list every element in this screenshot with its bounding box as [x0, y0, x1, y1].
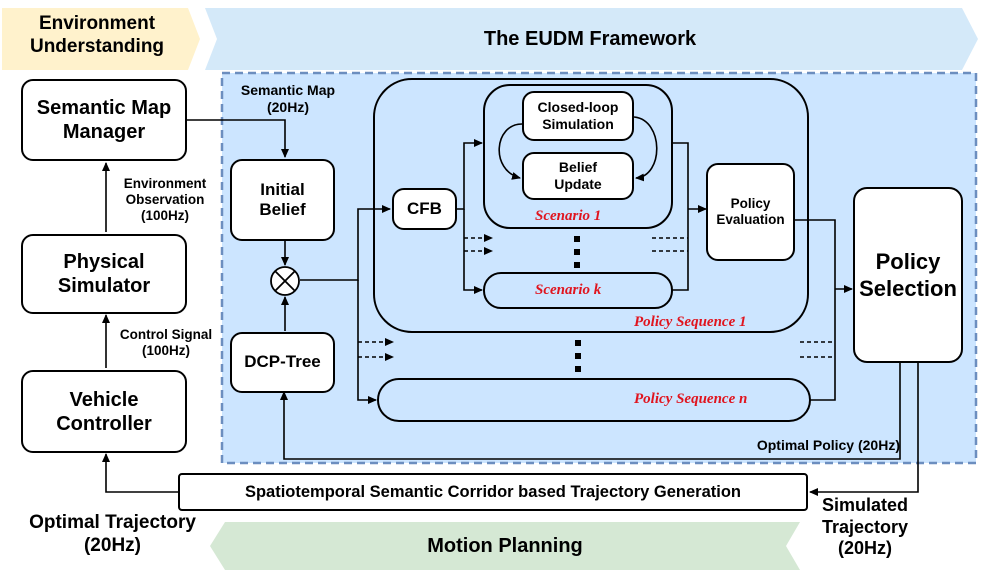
simulated-trajectory-label: Simulated Trajectory (20Hz) — [821, 495, 909, 559]
eudm-framework-banner — [205, 8, 978, 70]
initial-belief-label: Initial Belief — [259, 179, 306, 219]
optimal-trajectory-label: Optimal Trajectory (20Hz) — [29, 512, 196, 556]
trajectory-generation-label: Spatiotemporal Semantic Corridor based T… — [244, 482, 742, 501]
trajectory-generation-box[interactable]: Spatiotemporal Semantic Corridor based T… — [178, 473, 808, 511]
vehicle-controller-label: Vehicle Controller — [56, 388, 152, 435]
eudm-framework-title: The EUDM Framework — [483, 28, 697, 50]
initial-belief-box[interactable]: Initial Belief — [230, 159, 335, 241]
semantic-map-manager-box[interactable]: Semantic Map Manager — [21, 79, 187, 161]
environment-observation-label: Environment Observation (100Hz) — [123, 176, 207, 224]
scenario-1-label: Scenario 1 — [535, 208, 602, 224]
policy-sequence-n-label: Policy Sequence n — [634, 391, 748, 407]
environment-banner — [2, 8, 200, 70]
semantic-map-manager-label: Semantic Map Manager — [36, 97, 172, 143]
motion-planning-label: Motion Planning — [427, 535, 583, 557]
closed-loop-simulation-box[interactable]: Closed-loop Simulation — [522, 91, 634, 141]
policy-sequence-1-label: Policy Sequence 1 — [634, 314, 747, 330]
vehicle-controller-box[interactable]: Vehicle Controller — [21, 370, 187, 453]
scenario-k-label: Scenario k — [535, 282, 602, 298]
environment-understanding-label: Environment Understanding — [29, 13, 165, 57]
ellipsis-dots — [574, 236, 581, 372]
belief-update-label: Belief Update — [554, 159, 602, 192]
control-signal-label: Control Signal (100Hz) — [119, 327, 213, 359]
belief-update-box[interactable]: Belief Update — [522, 152, 634, 200]
physical-simulator-label: Physical Simulator — [57, 251, 151, 297]
policy-evaluation-label: Policy Evaluation — [716, 195, 785, 227]
policy-selection-box[interactable]: Policy Selection — [853, 187, 963, 363]
dcp-tree-box[interactable]: DCP-Tree — [230, 332, 335, 393]
motion-planning-banner — [210, 522, 800, 570]
cfb-label: CFB — [407, 198, 442, 218]
combine-operator-icon — [270, 266, 300, 296]
closed-loop-simulation-label: Closed-loop Simulation — [537, 99, 619, 132]
cfb-box[interactable]: CFB — [392, 188, 457, 230]
policy-selection-label: Policy Selection — [859, 248, 957, 302]
policy-evaluation-box[interactable]: Policy Evaluation — [706, 163, 795, 261]
optimal-policy-label: Optimal Policy (20Hz) — [756, 437, 900, 453]
semantic-map-input-label: Semantic Map (20Hz) — [240, 82, 336, 115]
physical-simulator-box[interactable]: Physical Simulator — [21, 234, 187, 314]
dcp-tree-label: DCP-Tree — [244, 352, 321, 372]
